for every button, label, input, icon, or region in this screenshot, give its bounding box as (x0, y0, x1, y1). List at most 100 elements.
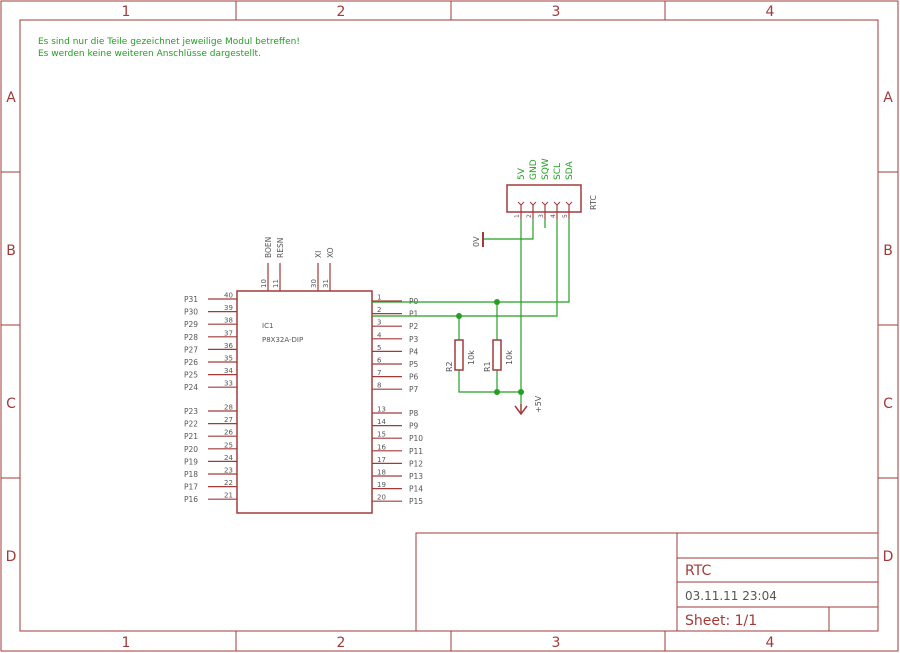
pin-label: P26 (184, 358, 198, 367)
ic1-pin-left: 26 P21 (184, 429, 237, 441)
junction (494, 299, 500, 305)
pin-label: P28 (184, 333, 198, 342)
col-label-top: 3 (552, 4, 561, 20)
pin-label: P11 (409, 447, 423, 456)
r2-value: 10k (467, 350, 476, 365)
pin-number: 3 (538, 214, 545, 218)
pin-number: 40 (224, 292, 233, 300)
pin-label: BOEN (264, 237, 273, 258)
pin-label: P14 (409, 485, 423, 494)
supply-symbol: +5V (514, 395, 543, 416)
net-scl (372, 219, 558, 317)
ic1-symbol: IC1 P8X32A-DIP 40P3139P3038P2937P2836P27… (184, 237, 423, 514)
ic1-pin-top: 10 BOEN (260, 237, 273, 291)
row-label-left: A (6, 90, 16, 106)
pin-label: P15 (409, 497, 423, 506)
pin-number: 19 (377, 481, 386, 489)
net-r2-bottom (458, 370, 521, 393)
supply-label: +5V (534, 395, 543, 413)
pin-label: P2 (409, 322, 419, 331)
col-label-bottom: 1 (122, 635, 131, 651)
row-label-right: D (883, 549, 894, 565)
junctions (456, 299, 524, 395)
nets (372, 219, 570, 404)
pin-number: 23 (224, 467, 233, 475)
pin-number: 14 (377, 418, 386, 426)
rtc-pin: 15V (514, 167, 527, 219)
row-label-right: C (883, 396, 893, 412)
pin-label: P13 (409, 472, 423, 481)
resistor-r1: R1 10k (483, 339, 514, 372)
pin-number: 2 (526, 214, 533, 218)
pin-label: SCL (553, 163, 563, 180)
pin-label: P16 (184, 495, 198, 504)
pin-label: P3 (409, 335, 419, 344)
pin-label: P5 (409, 360, 419, 369)
pin-number: 34 (224, 367, 233, 375)
notes: Es sind nur die Teile gezeichnet jeweili… (38, 37, 300, 59)
frame-labels: 1 2 3 4 1 2 3 4 A B C D A B C D (6, 4, 894, 651)
pin-number: 20 (377, 494, 386, 502)
pin-label: SQW (541, 158, 551, 180)
pin-label: P9 (409, 422, 419, 431)
pin-label: P24 (184, 383, 198, 392)
sheet-text: Sheet: 1/1 (685, 613, 757, 629)
pin-number: 27 (224, 416, 233, 424)
col-label-bottom: 4 (766, 635, 775, 651)
pin-number: 25 (224, 441, 233, 449)
pin-label: P25 (184, 371, 198, 380)
r2-name: R2 (445, 361, 454, 372)
pin-number: 16 (377, 443, 386, 451)
net-sda (372, 219, 570, 303)
pin-label: P20 (184, 445, 198, 454)
pin-label: P30 (184, 308, 198, 317)
rtc-pin: 3 SQW (538, 158, 551, 219)
title-block (415, 532, 879, 632)
pin-number: 7 (377, 369, 381, 377)
pin-number: 31 (322, 279, 330, 288)
pin-number: 30 (310, 279, 318, 288)
pin-number: 17 (377, 456, 386, 464)
pin-number: 2 (377, 306, 381, 314)
junction (494, 389, 500, 395)
junction (518, 389, 524, 395)
pin-number: 37 (224, 329, 233, 337)
ic1-pin-right: 20 P15 (372, 494, 423, 506)
pin-number: 3 (377, 319, 381, 327)
pin-number: 11 (272, 279, 280, 288)
pin-label: P1 (409, 310, 419, 319)
pin-label: P8 (409, 409, 419, 418)
gnd-label: 0V (472, 236, 481, 247)
pin-label: RESN (276, 238, 285, 258)
ic1-left-pins: 40P3139P3038P2937P2836P2735P2634P2533P24… (184, 292, 237, 504)
col-label-top: 1 (122, 4, 131, 20)
pin-number: 10 (260, 279, 268, 288)
pin-number: 24 (224, 454, 233, 462)
pin-label: P18 (184, 470, 198, 479)
pin-label: P4 (409, 347, 419, 356)
pin-label: P21 (184, 432, 198, 441)
pin-number: 26 (224, 429, 233, 437)
